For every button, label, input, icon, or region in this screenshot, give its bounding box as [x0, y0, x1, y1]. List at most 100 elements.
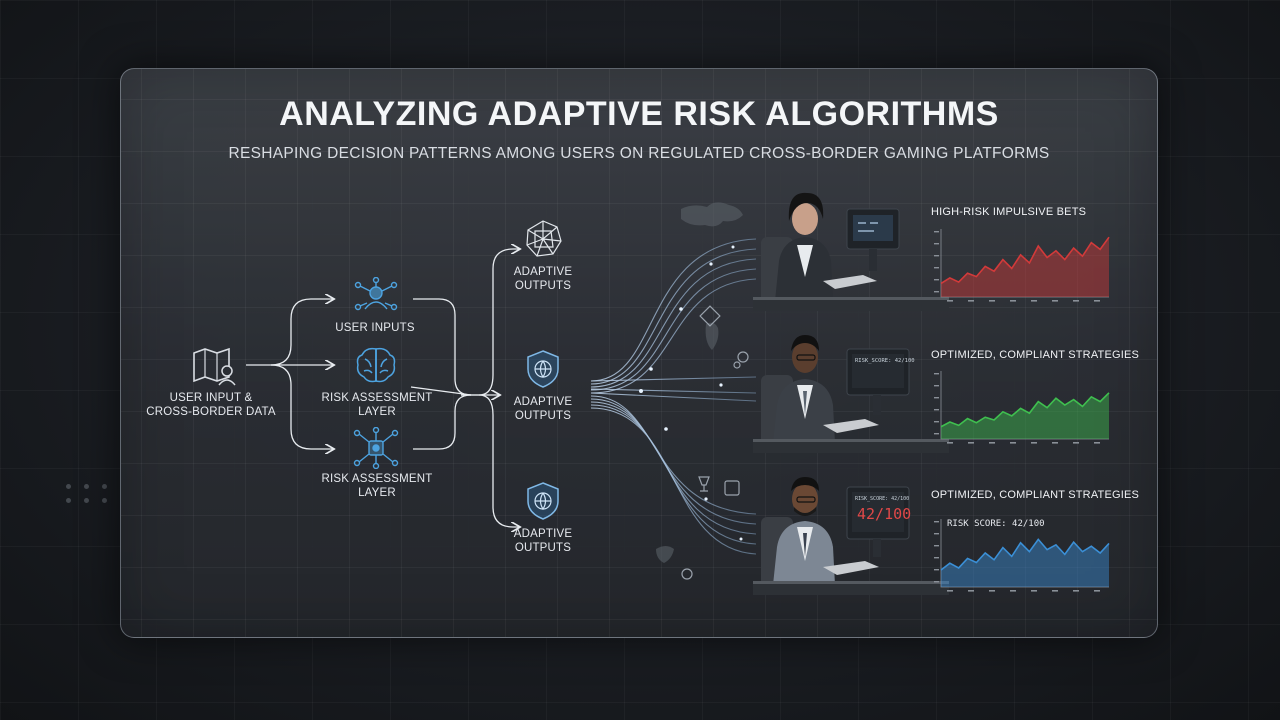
chart-2-title: OPTIMIZED, COMPLIANT STRATEGIES [931, 349, 1140, 361]
panel-grid [121, 69, 1157, 637]
screen-risk-score: RISK_SCORE: 42/100 [855, 358, 915, 364]
x-tick [1052, 300, 1058, 302]
y-tick [934, 373, 939, 375]
infographic-panel: ANALYZING ADAPTIVE RISK ALGORITHMS RESHA… [120, 68, 1158, 638]
x-tick [1031, 442, 1037, 444]
decor-dot [102, 484, 107, 489]
y-tick [934, 533, 939, 535]
user-at-desk-2: RISK_SCORE: 42/100 [753, 335, 949, 453]
chart-axis [940, 371, 1109, 440]
series-area [941, 237, 1109, 297]
y-tick [934, 243, 939, 245]
y-tick [934, 557, 939, 559]
x-tick [947, 442, 953, 444]
x-tick [1010, 300, 1016, 302]
page-title: ANALYZING ADAPTIVE RISK ALGORITHMS [279, 95, 999, 133]
chart-axis [940, 229, 1109, 298]
y-tick [934, 521, 939, 523]
chart-3-risk-score: RISK SCORE: 42/100 [947, 519, 1045, 529]
node-risk-layer-2-label-line1: RISK ASSESSMENT [321, 473, 433, 485]
map-user-icon [193, 347, 236, 386]
output-2-label-line1: ADAPTIVE [513, 396, 573, 408]
x-tick [1010, 590, 1016, 592]
series-line [940, 392, 1110, 428]
source-label: USER INPUT & CROSS-BORDER DATA [141, 391, 281, 419]
y-tick [934, 255, 939, 257]
x-tick [1010, 442, 1016, 444]
x-tick [1073, 442, 1079, 444]
y-tick [934, 545, 939, 547]
sphere-network-icon [526, 220, 562, 257]
screen-risk-score-big: 42/100 [857, 505, 911, 523]
chip-network-icon [353, 427, 399, 469]
source-label-line2: CROSS-BORDER DATA [146, 406, 276, 418]
x-tick [1094, 590, 1100, 592]
node-user-inputs-label: USER INPUTS [335, 322, 415, 334]
x-tick [989, 442, 995, 444]
decor-dot [84, 498, 89, 503]
decor-dot [102, 498, 107, 503]
y-tick [934, 409, 939, 411]
output-3-label: ADAPTIVE OUTPUTS [493, 527, 593, 555]
output-1-label: ADAPTIVE OUTPUTS [493, 265, 593, 293]
y-tick [934, 279, 939, 281]
output-2-label: ADAPTIVE OUTPUTS [493, 395, 593, 423]
x-tick [989, 590, 995, 592]
x-tick [989, 300, 995, 302]
x-tick [1073, 590, 1079, 592]
source-label-line1: USER INPUT & [169, 392, 253, 404]
node-risk-layer-2-label-line2: LAYER [358, 487, 396, 499]
area-chart-compliant-1 [934, 371, 1110, 444]
x-tick [968, 442, 974, 444]
x-tick [1073, 300, 1079, 302]
x-tick [1052, 442, 1058, 444]
user-at-desk-3: RISK_SCORE: 42/100 42/100 [753, 477, 949, 595]
chart-3-title: OPTIMIZED, COMPLIANT STRATEGIES [931, 489, 1140, 501]
y-tick [934, 433, 939, 435]
x-tick [1094, 300, 1100, 302]
area-chart-compliant-2 [934, 519, 1110, 592]
output-1-label-line1: ADAPTIVE [513, 266, 573, 278]
y-tick [934, 397, 939, 399]
x-tick [1094, 442, 1100, 444]
node-risk-layer-label: RISK ASSESSMENT LAYER [307, 391, 447, 419]
flow-connectors [246, 202, 757, 580]
node-risk-layer-label-line2: LAYER [358, 406, 396, 418]
page-subtitle: RESHAPING DECISION PATTERNS AMONG USERS … [228, 145, 1050, 162]
decor-dot [84, 484, 89, 489]
series-line [940, 236, 1110, 285]
screen-risk-score-small: RISK_SCORE: 42/100 [855, 496, 909, 502]
decor-dot [66, 484, 71, 489]
user-at-desk-1 [753, 192, 949, 311]
chart-axis [940, 519, 1109, 588]
node-risk-layer-label-line1: RISK ASSESSMENT [321, 392, 433, 404]
chart-1-title: HIGH-RISK IMPULSIVE BETS [931, 206, 1087, 218]
x-tick [1031, 590, 1037, 592]
x-tick [968, 300, 974, 302]
x-tick [968, 590, 974, 592]
output-3-label-line2: OUTPUTS [514, 542, 572, 554]
y-tick [934, 291, 939, 293]
shield-globe-icon [527, 482, 559, 520]
brain-icon [356, 347, 396, 383]
y-tick [934, 267, 939, 269]
y-tick [934, 581, 939, 583]
y-tick [934, 385, 939, 387]
user-network-icon [354, 277, 398, 311]
series-line [940, 538, 1110, 571]
y-tick [934, 421, 939, 423]
output-3-label-line1: ADAPTIVE [513, 528, 573, 540]
x-tick [947, 590, 953, 592]
node-risk-layer-2-label: RISK ASSESSMENT LAYER [307, 472, 447, 500]
shield-globe-icon [527, 350, 559, 388]
y-tick [934, 231, 939, 233]
x-tick [1052, 590, 1058, 592]
decor-dot [66, 498, 71, 503]
y-tick [934, 569, 939, 571]
area-chart-high-risk [934, 229, 1110, 302]
x-tick [1031, 300, 1037, 302]
output-2-label-line2: OUTPUTS [514, 410, 572, 422]
x-tick [947, 300, 953, 302]
output-1-label-line2: OUTPUTS [514, 280, 572, 292]
series-area [941, 392, 1109, 439]
